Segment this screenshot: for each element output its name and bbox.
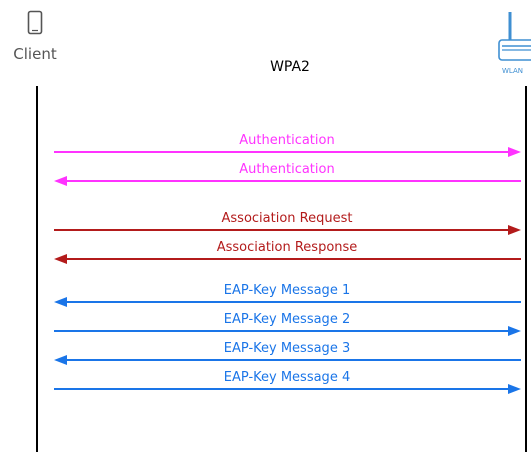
message-group: AuthenticationAuthenticationAssociation …: [54, 133, 521, 394]
message-label: EAP-Key Message 1: [224, 283, 350, 298]
message-7: EAP-Key Message 3: [54, 341, 521, 365]
arrowhead-icon: [54, 355, 67, 365]
message-1: Authentication: [54, 133, 521, 157]
router-icon: [498, 12, 531, 61]
message-label: Association Response: [217, 240, 358, 255]
message-label: EAP-Key Message 2: [224, 312, 350, 327]
message-3: Association Request: [54, 211, 521, 235]
message-5: EAP-Key Message 1: [54, 283, 521, 307]
phone-icon: [27, 10, 43, 35]
message-label: EAP-Key Message 4: [224, 370, 350, 385]
message-label: EAP-Key Message 3: [224, 341, 350, 356]
access-point-label: WLAN: [502, 67, 523, 75]
arrowhead-icon: [508, 225, 521, 235]
client-label: Client: [13, 45, 57, 63]
message-6: EAP-Key Message 2: [54, 312, 521, 336]
arrowhead-icon: [508, 147, 521, 157]
arrowhead-icon: [508, 326, 521, 336]
message-label: Association Request: [222, 211, 353, 226]
message-8: EAP-Key Message 4: [54, 370, 521, 394]
arrowhead-icon: [54, 176, 67, 186]
diagram-title: WPA2: [270, 59, 310, 75]
message-label: Authentication: [239, 133, 334, 148]
message-2: Authentication: [54, 162, 521, 186]
message-label: Authentication: [239, 162, 334, 177]
arrowhead-icon: [54, 297, 67, 307]
message-4: Association Response: [54, 240, 521, 264]
arrowhead-icon: [508, 384, 521, 394]
arrowhead-icon: [54, 254, 67, 264]
